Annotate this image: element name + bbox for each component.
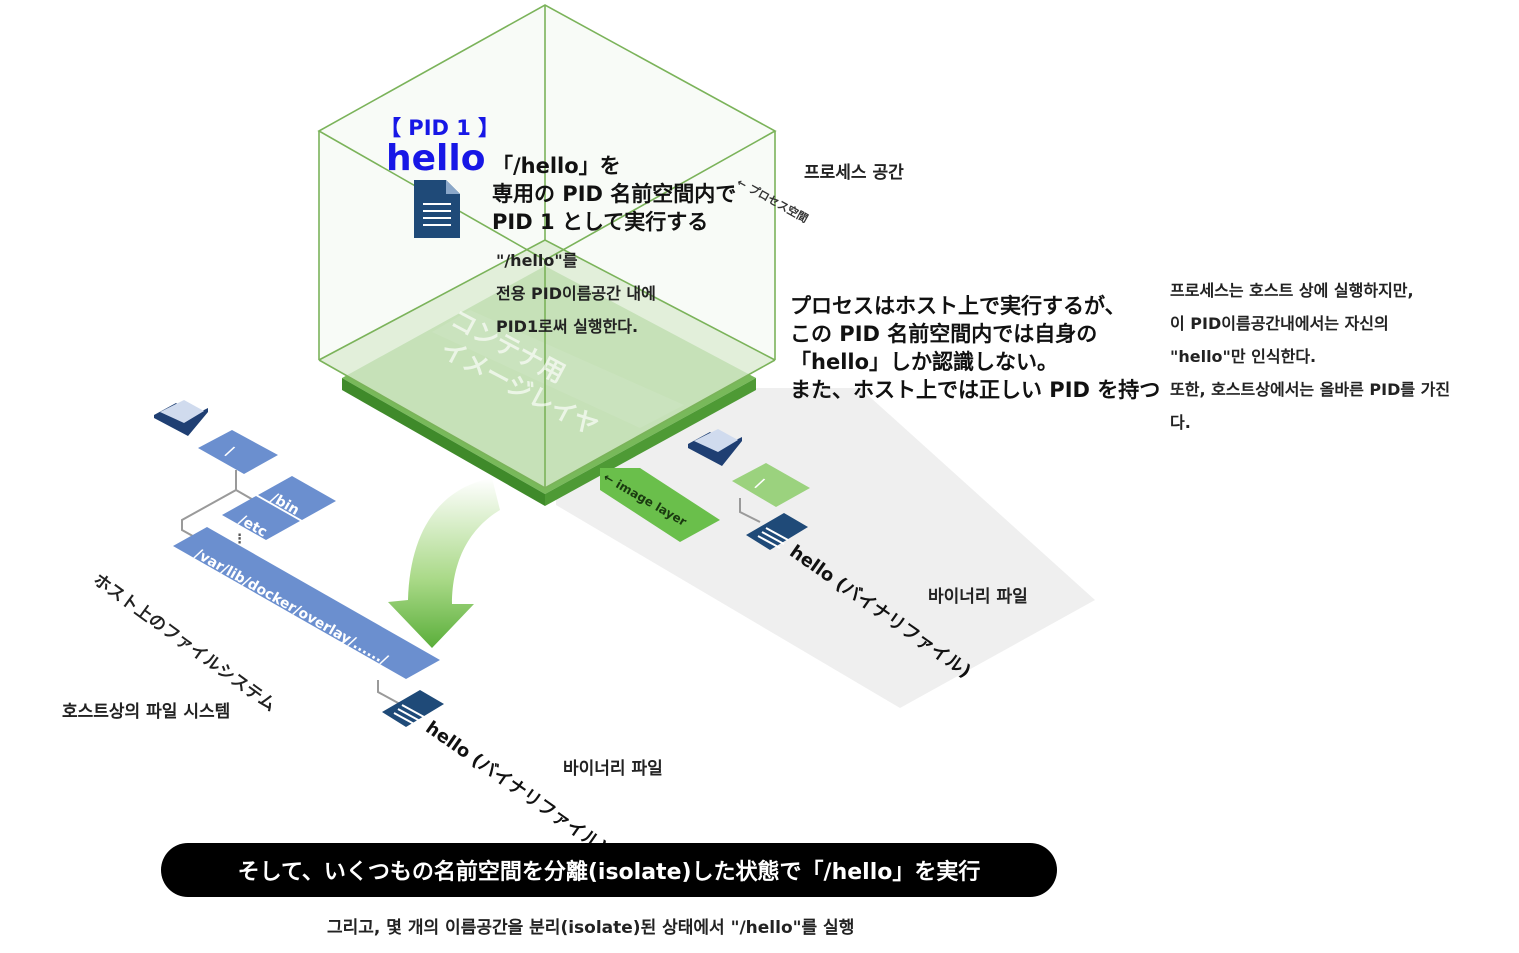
down-arrow [388,478,500,648]
container-root-block [732,463,810,507]
document-icon [414,180,460,238]
host-path-blocks [173,430,440,679]
summary-caption-ko: 그리고, 몇 개의 이름공간을 분리(isolate)된 상태에서 "/hell… [327,918,855,938]
summary-banner-text: そして、いくつもの名前空間を分離(isolate)した状態で「/hello」を実… [237,860,981,885]
shadow-plane [556,388,1095,708]
host-dots: ⋮ [233,532,246,547]
inside-ko-line: PID1로써 실행한다. [496,317,639,336]
host-ko-line: 또한, 호스트상에서는 올바른 PID를 가진 [1170,380,1451,399]
host-jp-line: また、ホスト上では正しい PID を持つ [790,378,1161,402]
host-file-icon [382,690,444,727]
inside-ko-text: "/hello"를 전용 PID이름공간 내에 PID1로써 실행한다. [496,244,656,343]
inside-ko-line: "/hello"를 [496,251,578,270]
host-file-ko: 바이너리 파일 [563,759,663,779]
host-folder-icon [154,400,208,436]
process-space-cube [317,4,777,489]
host-ko-line: 프로세스는 호스트 상에 실행하지만, [1170,281,1414,300]
container-file-icon [746,513,808,550]
host-jp-line: この PID 名前空間内では自身の [790,322,1098,346]
container-tree-lines [739,498,761,523]
host-ko-line: 다. [1170,413,1191,432]
host-process-ko: 프로세스는 호스트 상에 실행하지만, 이 PID이름공간내에서는 자신의 "h… [1170,274,1450,439]
host-jp-line: プロセスはホスト上で実行するが、 [790,294,1126,318]
process-space-ko: 프로세스 공간 [804,163,904,183]
summary-banner: そして、いくつもの名前空間を分離(isolate)した状態で「/hello」を実… [161,843,1057,897]
inside-jp-line: 「/hello」を [492,154,621,178]
host-process-jp: プロセスはホスト上で実行するが、 この PID 名前空間内では自身の 「hell… [790,292,1160,404]
container-folder-icon [688,429,742,466]
pid-label: 【 PID 1 】 [380,116,500,140]
host-jp-line: 「hello」しか認識しない。 [790,350,1059,374]
inside-ko-line: 전용 PID이름공간 내에 [496,284,656,303]
image-layer-tag-shape [600,468,720,542]
inside-jp-line: PID 1 として実行する [492,210,709,234]
host-ko-line: 이 PID이름공간내에서는 자신의 [1170,314,1389,333]
host-ko-line: "hello"만 인식한다. [1170,347,1317,366]
inside-jp-text: 「/hello」を 専用の PID 名前空間内で PID 1 として実行する [492,152,736,236]
container-file-ko: 바이너리 파일 [928,587,1028,607]
process-name: hello [386,138,486,179]
inside-jp-line: 専用の PID 名前空間内で [492,182,737,206]
host-fs-title-ko: 호스트상의 파일 시스템 [62,702,231,722]
